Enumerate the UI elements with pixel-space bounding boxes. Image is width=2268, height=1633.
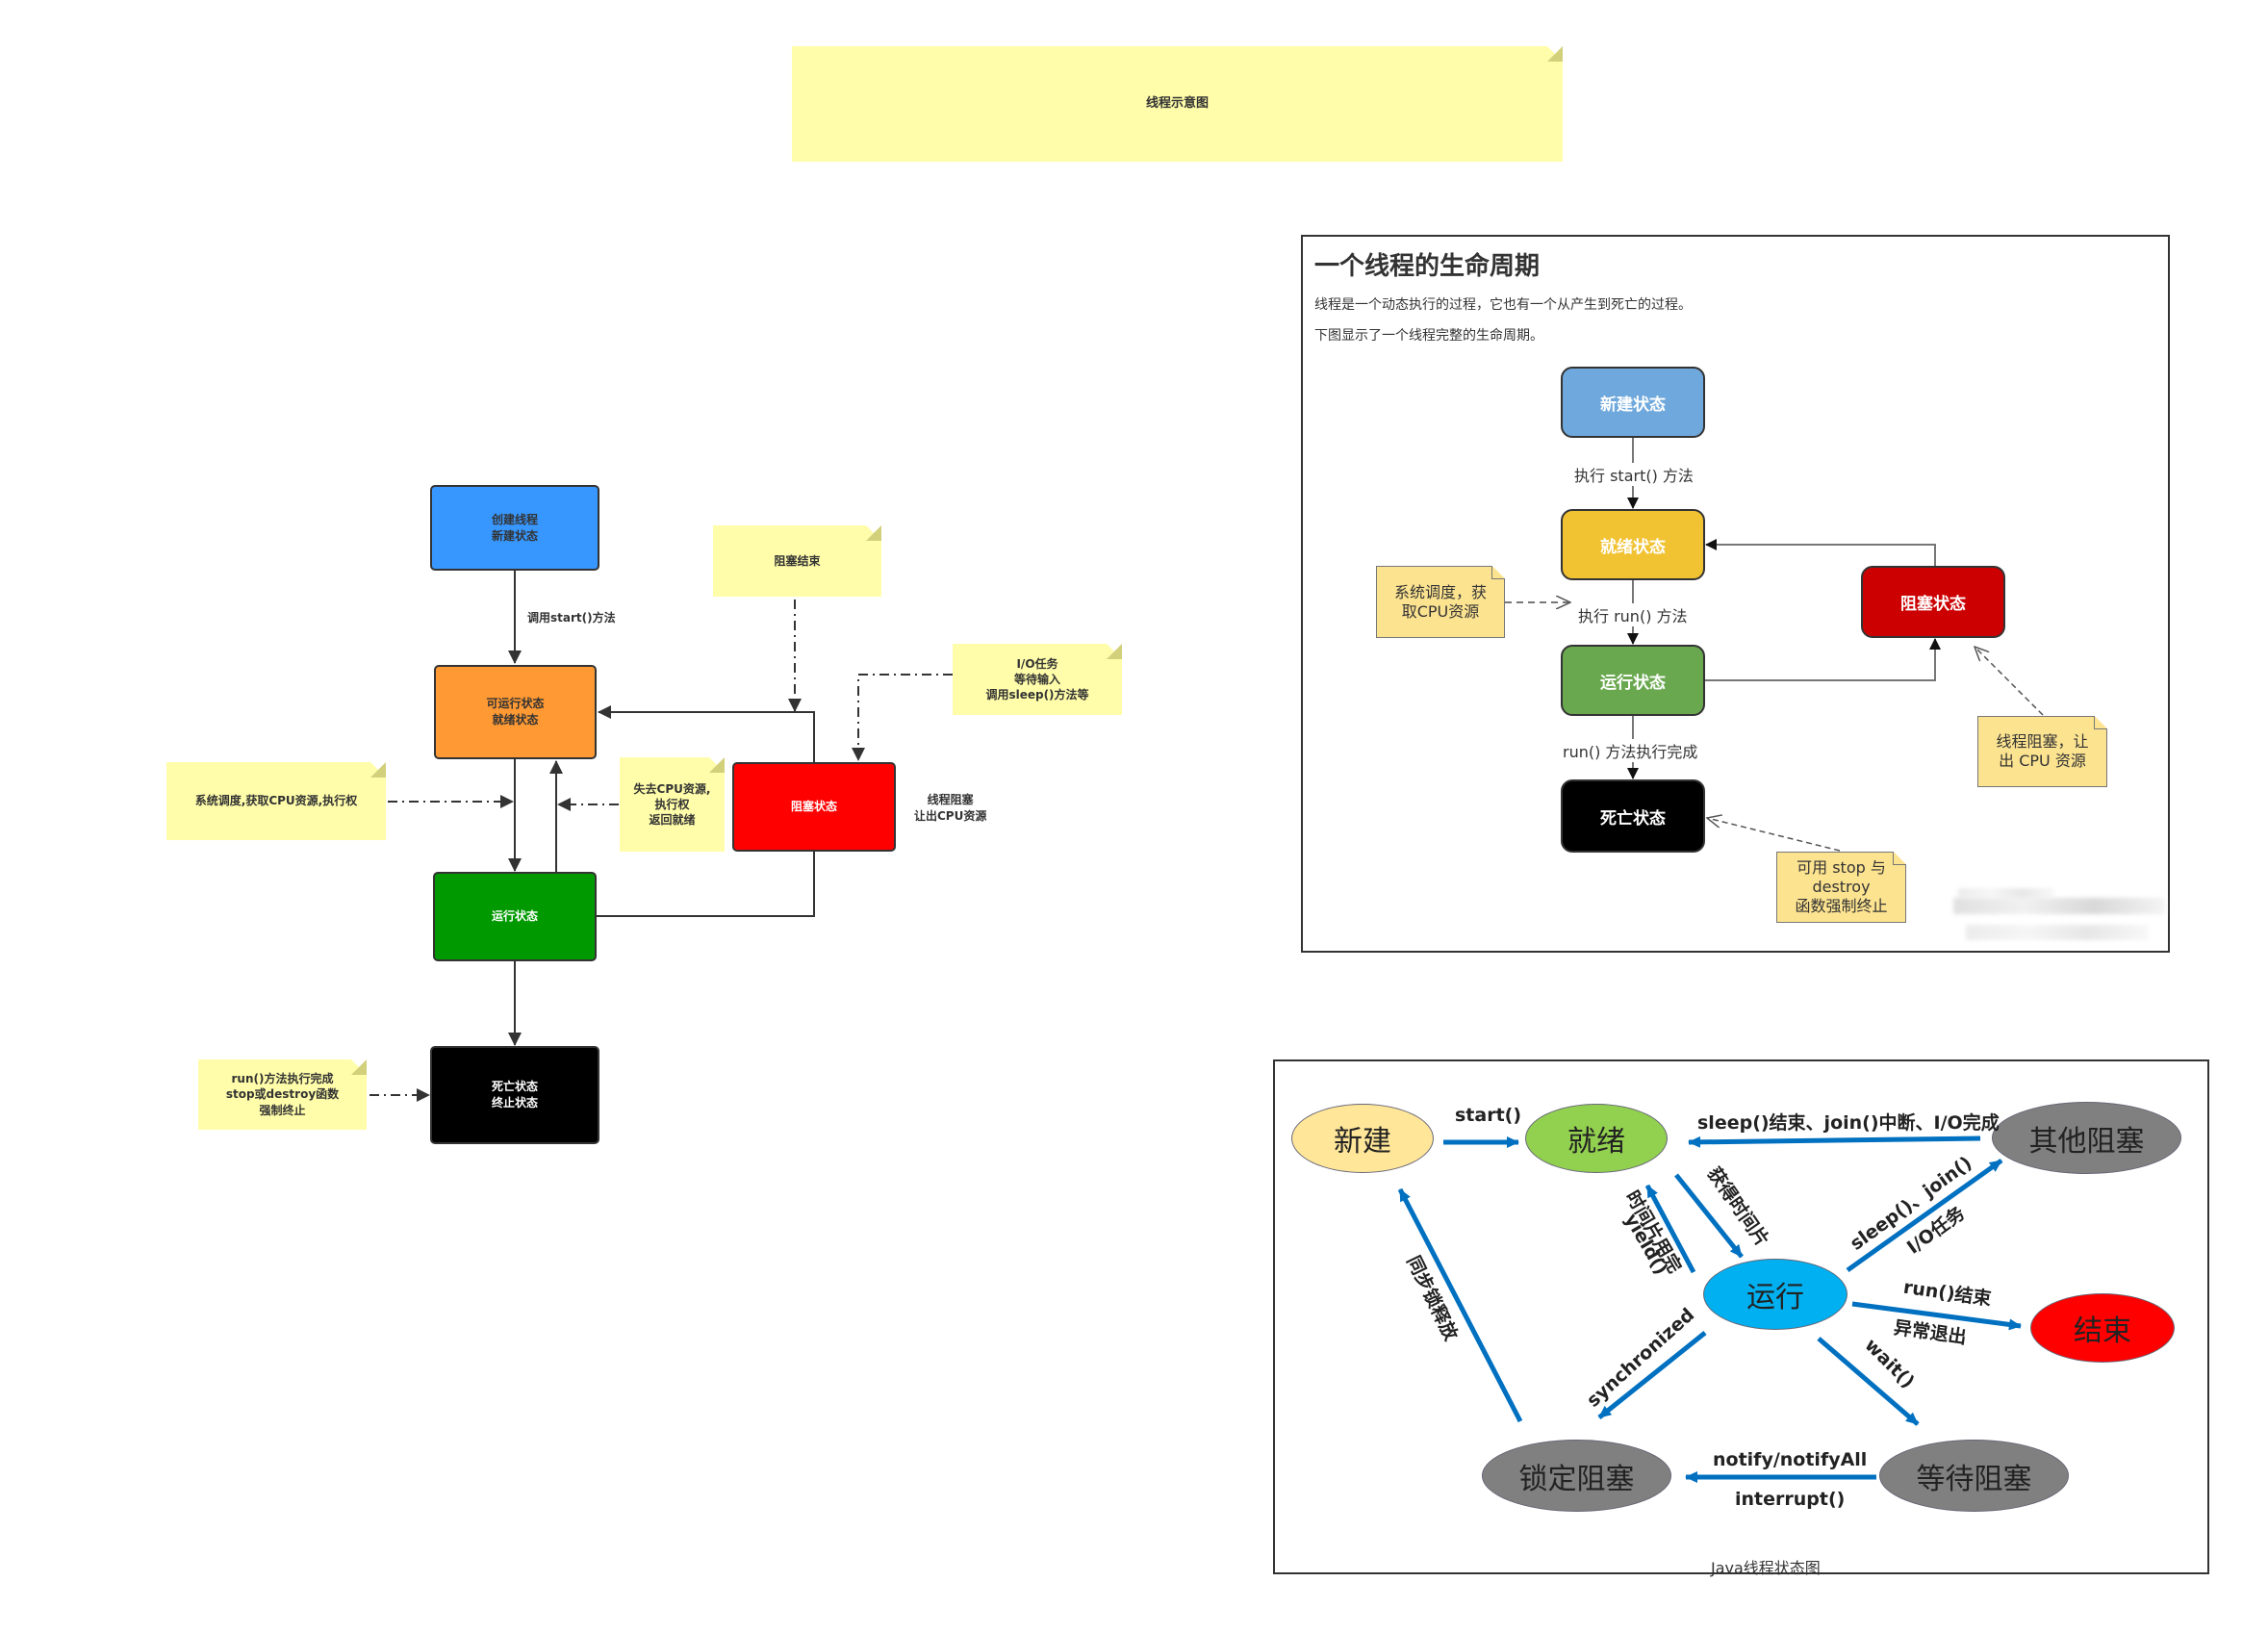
note-block-end: 阻塞结束 — [713, 525, 881, 597]
note-scheduling-text: 系统调度,获取CPU资源,执行权 — [194, 794, 358, 808]
p1-box-dead: 死亡状态 — [1561, 779, 1705, 853]
p1-box-ready-text: 就绪状态 — [1600, 537, 1666, 557]
arrow-blocked-to-runnable — [598, 705, 815, 762]
label-blocked-desc: 线程阻塞 让出CPU资源 — [914, 793, 987, 823]
box-blocked-state-text: 阻塞状态 — [790, 800, 837, 814]
p2-arrow-synchronized — [1597, 1331, 1707, 1419]
box-running-state: 运行状态 — [433, 872, 597, 961]
box-dead-state-text: 死亡状态 终止状态 — [491, 1080, 538, 1110]
note-lose-cpu-text: 失去CPU资源, 执行权 返回就绪 — [633, 781, 711, 828]
p1-note-scheduling: 系统调度，获 取CPU资源 — [1376, 566, 1505, 638]
p2-arrow-slice-used — [1644, 1184, 1696, 1274]
p2-node-end: 结束 — [2030, 1293, 2175, 1363]
p1-label-run-done: run() 方法执行完成 — [1561, 739, 1700, 762]
p2-node-wait-blocked: 等待阻塞 — [1879, 1440, 2069, 1512]
p2-arrow-run-end — [1851, 1301, 2022, 1331]
p1-box-blocked: 阻塞状态 — [1861, 566, 2005, 638]
note-run-done: run()方法执行完成 stop或destroy函数 强制终止 — [198, 1059, 367, 1130]
box-dead-state: 死亡状态 终止状态 — [430, 1046, 599, 1144]
note-run-done-text: run()方法执行完成 stop或destroy函数 强制终止 — [225, 1072, 340, 1117]
label-call-start: 调用start()方法 — [527, 611, 616, 625]
p1-note-stop-text: 可用 stop 与 destroy 函数强制终止 — [1795, 858, 1888, 915]
p1-label-run: 执行 run() 方法 — [1576, 603, 1690, 626]
box-new-state-text: 创建线程 新建状态 — [491, 512, 538, 543]
p2-node-running: 运行 — [1703, 1259, 1848, 1330]
p1-arrow-blocked-to-ready — [1705, 539, 1936, 566]
p1-arrow-running-to-blocked — [1704, 638, 1941, 681]
p1-box-running: 运行状态 — [1561, 645, 1705, 716]
p2-label-start: start() — [1455, 1105, 1522, 1126]
lifecycle-heading: 一个线程的生命周期 — [1314, 252, 1541, 281]
p2-arrow-get-slice — [1674, 1173, 1744, 1259]
p1-note-blocked: 线程阻塞，让 出 CPU 资源 — [1977, 716, 2107, 787]
p2-node-ready-text: 就绪 — [1567, 1125, 1625, 1159]
p1-note-stop: 可用 stop 与 destroy 函数强制终止 — [1776, 852, 1906, 923]
p1-box-blocked-text: 阻塞状态 — [1900, 595, 1966, 614]
dashed-arrow-io-task — [852, 674, 953, 761]
box-runnable-state: 可运行状态 就绪状态 — [434, 665, 597, 759]
p1-box-new-text: 新建状态 — [1600, 395, 1666, 415]
p2-node-new-text: 新建 — [1334, 1125, 1391, 1159]
p2-node-running-text: 运行 — [1746, 1281, 1804, 1314]
lifecycle-para-1: 线程是一个动态执行的过程，它也有一个从产生到死亡的过程。 — [1314, 297, 1692, 313]
p2-caption: Java线程状态图 — [1711, 1559, 1821, 1577]
box-running-state-text: 运行状态 — [491, 909, 538, 924]
p1-note-blocked-text: 线程阻塞，让 出 CPU 资源 — [1996, 732, 2089, 770]
p2-node-wait-blocked-text: 等待阻塞 — [1916, 1462, 2032, 1496]
p2-node-new: 新建 — [1291, 1104, 1434, 1173]
p2-arrow-wait — [1817, 1337, 1920, 1426]
blurred-watermark-2 — [1958, 888, 2054, 898]
left-diagram-connectors — [370, 571, 953, 1102]
p1-box-running-text: 运行状态 — [1600, 673, 1666, 693]
line-running-to-blocked — [597, 852, 815, 917]
p2-node-lock-blocked-text: 锁定阻塞 — [1518, 1462, 1635, 1496]
blurred-watermark-3 — [1966, 925, 2149, 940]
blurred-watermark — [1953, 898, 2165, 914]
p2-node-other-blocked-text: 其他阻塞 — [2028, 1124, 2145, 1159]
note-scheduling: 系统调度,获取CPU资源,执行权 — [166, 762, 386, 840]
note-io-task-text: I/O任务 等待输入 调用sleep()方法等 — [985, 656, 1089, 702]
p2-node-other-blocked: 其他阻塞 — [1992, 1102, 2181, 1174]
p1-note-scheduling-text: 系统调度，获 取CPU资源 — [1393, 582, 1487, 621]
p1-box-new: 新建状态 — [1561, 367, 1705, 438]
note-lose-cpu: 失去CPU资源, 执行权 返回就绪 — [620, 757, 725, 852]
p2-label-notify: notify/notifyAll — [1713, 1449, 1868, 1470]
box-runnable-state-text: 可运行状态 就绪状态 — [486, 697, 545, 727]
p2-label-wake: sleep()结束、join()中断、I/O完成 — [1697, 1112, 2000, 1134]
p2-node-lock-blocked: 锁定阻塞 — [1482, 1440, 1671, 1512]
p1-box-ready: 就绪状态 — [1561, 509, 1705, 580]
p2-node-end-text: 结束 — [2074, 1314, 2131, 1348]
p2-arrow-wake — [1688, 1135, 1981, 1148]
title-note: 线程示意图 — [792, 46, 1563, 162]
p2-label-interrupt: interrupt() — [1735, 1489, 1846, 1510]
p2-arrow-sleep-join — [1846, 1158, 2003, 1273]
p1-box-dead-text: 死亡状态 — [1600, 808, 1666, 829]
p1-label-start: 执行 start() 方法 — [1572, 463, 1695, 486]
note-block-end-text: 阻塞结束 — [774, 553, 821, 568]
p2-arrow-lock-release — [1397, 1187, 1523, 1423]
p2-node-ready: 就绪 — [1525, 1104, 1668, 1173]
box-blocked-state: 阻塞状态 — [732, 762, 896, 852]
p1-dashed-blocked-note — [1975, 647, 2044, 716]
title-note-text: 线程示意图 — [1145, 96, 1209, 112]
note-io-task: I/O任务 等待输入 调用sleep()方法等 — [953, 644, 1122, 715]
p1-dashed-stop-note — [1707, 818, 1841, 852]
box-new-state: 创建线程 新建状态 — [430, 485, 599, 571]
lifecycle-para-2: 下图显示了一个线程完整的生命周期。 — [1314, 328, 1543, 344]
